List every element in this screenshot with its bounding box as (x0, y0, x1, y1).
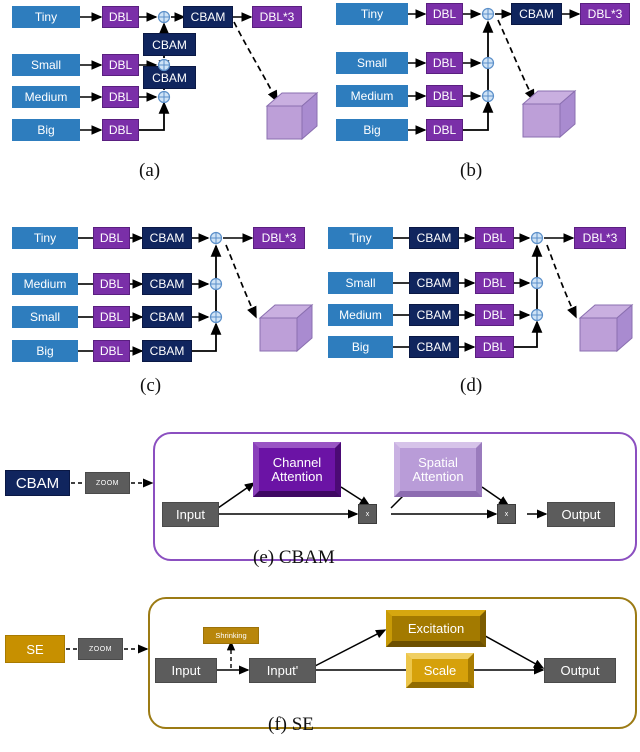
panel-b-dbl-tiny: DBL (426, 3, 463, 25)
panel-b-scale-big: Big (336, 119, 408, 141)
panel-a: Tiny Small Medium Big DBL DBL DBL DBL CB… (0, 0, 320, 190)
panel-d-dbl-big: DBL (475, 336, 514, 358)
panel-d-cbam-small: CBAM (409, 272, 459, 294)
panel-c-caption: (c) (140, 375, 162, 396)
panel-b-dbl3: DBL*3 (580, 3, 630, 25)
panel-a-output-cube (265, 91, 319, 141)
panel-b-dbl-small: DBL (426, 52, 463, 74)
panel-c-dbl3: DBL*3 (253, 227, 305, 249)
panel-a-cbam-head: CBAM (183, 6, 233, 28)
panel-c-cbam-tiny: CBAM (142, 227, 192, 249)
panel-e-channel-attention-line1: Channel (272, 454, 322, 470)
panel-a-dbl-tiny: DBL (102, 6, 139, 28)
panel-a-dbl-medium: DBL (102, 86, 139, 108)
panel-c-dbl-medium: DBL (93, 273, 130, 295)
panel-d-cbam-tiny: CBAM (409, 227, 459, 249)
panel-c-scale-medium: Medium (12, 273, 78, 295)
panel-b-scale-medium: Medium (336, 85, 408, 107)
panel-a-scale-big: Big (12, 119, 80, 141)
panel-e-output: Output (547, 502, 615, 527)
panel-d-dbl-medium: DBL (475, 304, 514, 326)
panel-e-zoom-badge: ZOOM (85, 472, 130, 494)
panel-c-dbl-tiny: DBL (93, 227, 130, 249)
panel-b-scale-tiny: Tiny (336, 3, 408, 25)
panel-d-output-cube (578, 303, 634, 353)
panel-b-cbam-head: CBAM (511, 3, 562, 25)
panel-f-zoom-badge: ZOOM (78, 638, 123, 660)
panel-e-channel-attention: Channel Attention (253, 442, 341, 497)
panel-c-scale-tiny: Tiny (12, 227, 78, 249)
panel-c-scale-small: Small (12, 306, 78, 328)
panel-f-container (148, 597, 637, 729)
panel-d-scale-small: Small (328, 272, 393, 294)
panel-d-scale-medium: Medium (328, 304, 393, 326)
panel-c-cbam-small: CBAM (142, 306, 192, 328)
panel-a-dbl-small: DBL (102, 54, 139, 76)
panel-e-container (153, 432, 637, 561)
panel-d-dbl3: DBL*3 (574, 227, 626, 249)
panel-e-input: Input (162, 502, 219, 527)
panel-d-cbam-medium: CBAM (409, 304, 459, 326)
panel-d-cbam-big: CBAM (409, 336, 459, 358)
panel-e-source-cbam: CBAM (5, 470, 70, 496)
panel-d: Tiny Small Medium Big CBAM CBAM CBAM CBA… (320, 195, 640, 405)
panel-a-scale-tiny: Tiny (12, 6, 80, 28)
panel-f: SE ZOOM Input Shrinking Input' Excitatio… (0, 590, 640, 752)
panel-a-scale-small: Small (12, 54, 80, 76)
panel-c-cbam-medium: CBAM (142, 273, 192, 295)
panel-b-caption: (b) (460, 160, 483, 181)
panel-f-input-prime: Input' (249, 658, 316, 683)
panel-d-scale-big: Big (328, 336, 393, 358)
panel-e-multiply-1: x (358, 504, 377, 524)
panel-b-scale-small: Small (336, 52, 408, 74)
panel-a-scale-medium: Medium (12, 86, 80, 108)
panel-c-dbl-big: DBL (93, 340, 130, 362)
panel-f-caption: (f) SE (268, 714, 314, 735)
panel-d-scale-tiny: Tiny (328, 227, 393, 249)
panel-e-spatial-attention-line1: Spatial (418, 454, 458, 470)
panel-a-caption: (a) (139, 160, 161, 181)
panel-b-output-cube (521, 89, 577, 139)
panel-a-cbam-upper: CBAM (143, 33, 196, 56)
panel-d-dbl-small: DBL (475, 272, 514, 294)
panel-c-cbam-big: CBAM (142, 340, 192, 362)
panel-a-dbl-big: DBL (102, 119, 139, 141)
panel-d-dbl-tiny: DBL (475, 227, 514, 249)
panel-f-source-se: SE (5, 635, 65, 663)
panel-c-dbl-small: DBL (93, 306, 130, 328)
panel-e-spatial-attention: Spatial Attention (394, 442, 482, 497)
panel-e-caption: (e) CBAM (253, 547, 335, 568)
panel-a-dbl3: DBL*3 (252, 6, 302, 28)
panel-d-caption: (d) (460, 375, 483, 396)
panel-e-channel-attention-line2: Attention (271, 468, 323, 484)
panel-e-spatial-attention-line2: Attention (412, 468, 464, 484)
panel-f-input: Input (155, 658, 217, 683)
panel-a-cbam-lower: CBAM (143, 66, 196, 89)
panel-b-dbl-medium: DBL (426, 85, 463, 107)
panel-e-multiply-2: x (497, 504, 516, 524)
panel-f-scale: Scale (406, 653, 474, 688)
panel-e: CBAM ZOOM Input Channel Attention x Spat… (0, 425, 640, 585)
panel-c-output-cube (258, 303, 314, 353)
panel-f-excitation: Excitation (386, 610, 486, 647)
panel-c: Tiny Medium Small Big DBL DBL DBL DBL CB… (0, 195, 320, 405)
panel-f-shrinking: Shrinking (203, 627, 259, 644)
panel-c-scale-big: Big (12, 340, 78, 362)
panel-b-dbl-big: DBL (426, 119, 463, 141)
panel-f-output: Output (544, 658, 616, 683)
panel-b: Tiny Small Medium Big DBL DBL DBL DBL CB… (320, 0, 640, 190)
